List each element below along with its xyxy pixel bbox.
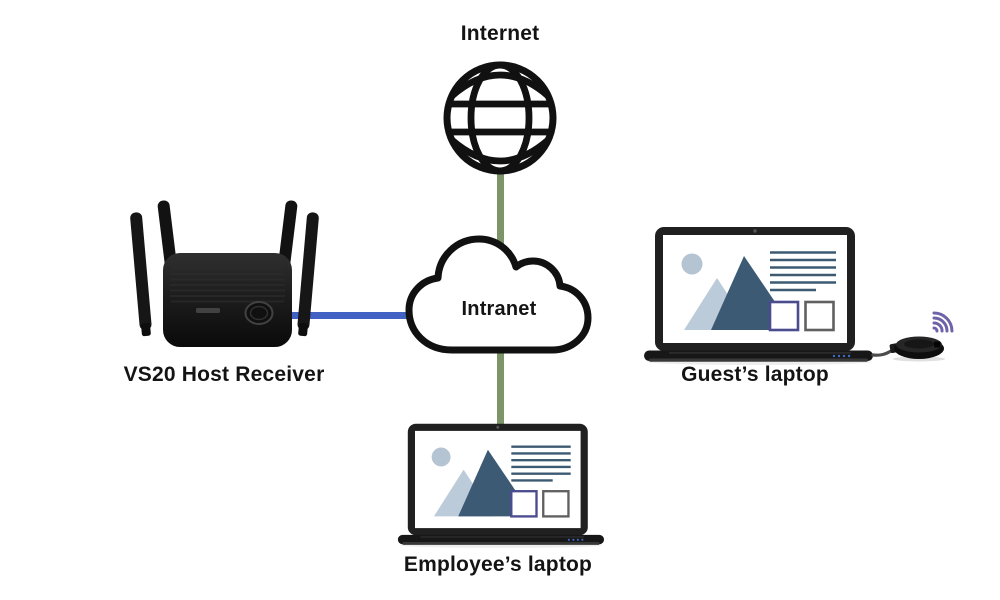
brand-logo bbox=[196, 308, 220, 313]
antenna-right-outer bbox=[297, 212, 319, 337]
host-receiver-label: VS20 Host Receiver bbox=[123, 363, 325, 386]
host-receiver-device bbox=[130, 200, 319, 347]
employee-laptop-device bbox=[396, 422, 606, 550]
internet-label: Internet bbox=[460, 22, 540, 45]
cloud-icon bbox=[405, 235, 592, 354]
dongle-notch bbox=[934, 341, 941, 348]
employee-laptop-label: Employee’s laptop bbox=[403, 553, 593, 576]
receiver-body bbox=[163, 253, 292, 347]
antenna-left-outer bbox=[130, 212, 152, 337]
intranet-label: Intranet bbox=[461, 298, 537, 320]
usb-cable bbox=[871, 348, 895, 357]
connection-internet-intranet bbox=[497, 166, 504, 250]
globe-icon bbox=[443, 61, 557, 175]
wifi-signal-icon bbox=[932, 311, 954, 333]
laptop bbox=[642, 225, 875, 367]
body-ridges bbox=[170, 262, 285, 303]
guest-laptop-device bbox=[642, 225, 954, 367]
pairing-button bbox=[244, 301, 274, 325]
connection-intranet-employee bbox=[497, 345, 504, 435]
laptop bbox=[396, 422, 606, 550]
connection-receiver-intranet bbox=[286, 312, 420, 319]
dongle-button bbox=[904, 339, 934, 349]
wifi-dongle bbox=[871, 311, 954, 362]
guest-laptop-label: Guest’s laptop bbox=[681, 363, 829, 386]
